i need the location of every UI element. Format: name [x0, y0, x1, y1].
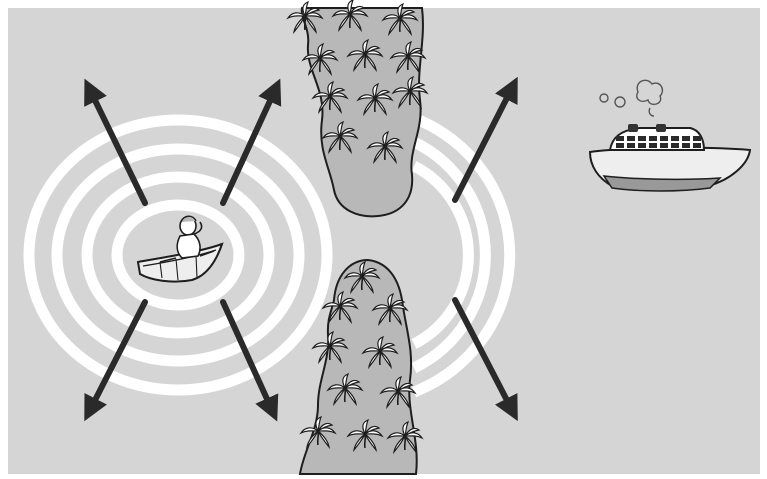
ship-window	[660, 136, 668, 141]
ship-window	[693, 136, 701, 141]
ship-window	[649, 136, 657, 141]
ship-window	[638, 143, 646, 148]
ship-window	[616, 136, 624, 141]
person-body	[177, 234, 200, 258]
ship-funnel	[656, 124, 666, 132]
ship-window	[682, 143, 690, 148]
ship-window	[693, 143, 701, 148]
ship-funnel	[628, 124, 638, 132]
ship-window	[638, 136, 646, 141]
ship-window	[671, 143, 679, 148]
ship-window	[671, 136, 679, 141]
ship-window	[682, 136, 690, 141]
ship-window	[627, 136, 635, 141]
ship-window	[627, 143, 635, 148]
ship-window	[616, 143, 624, 148]
ship-window	[649, 143, 657, 148]
ship-window	[660, 143, 668, 148]
